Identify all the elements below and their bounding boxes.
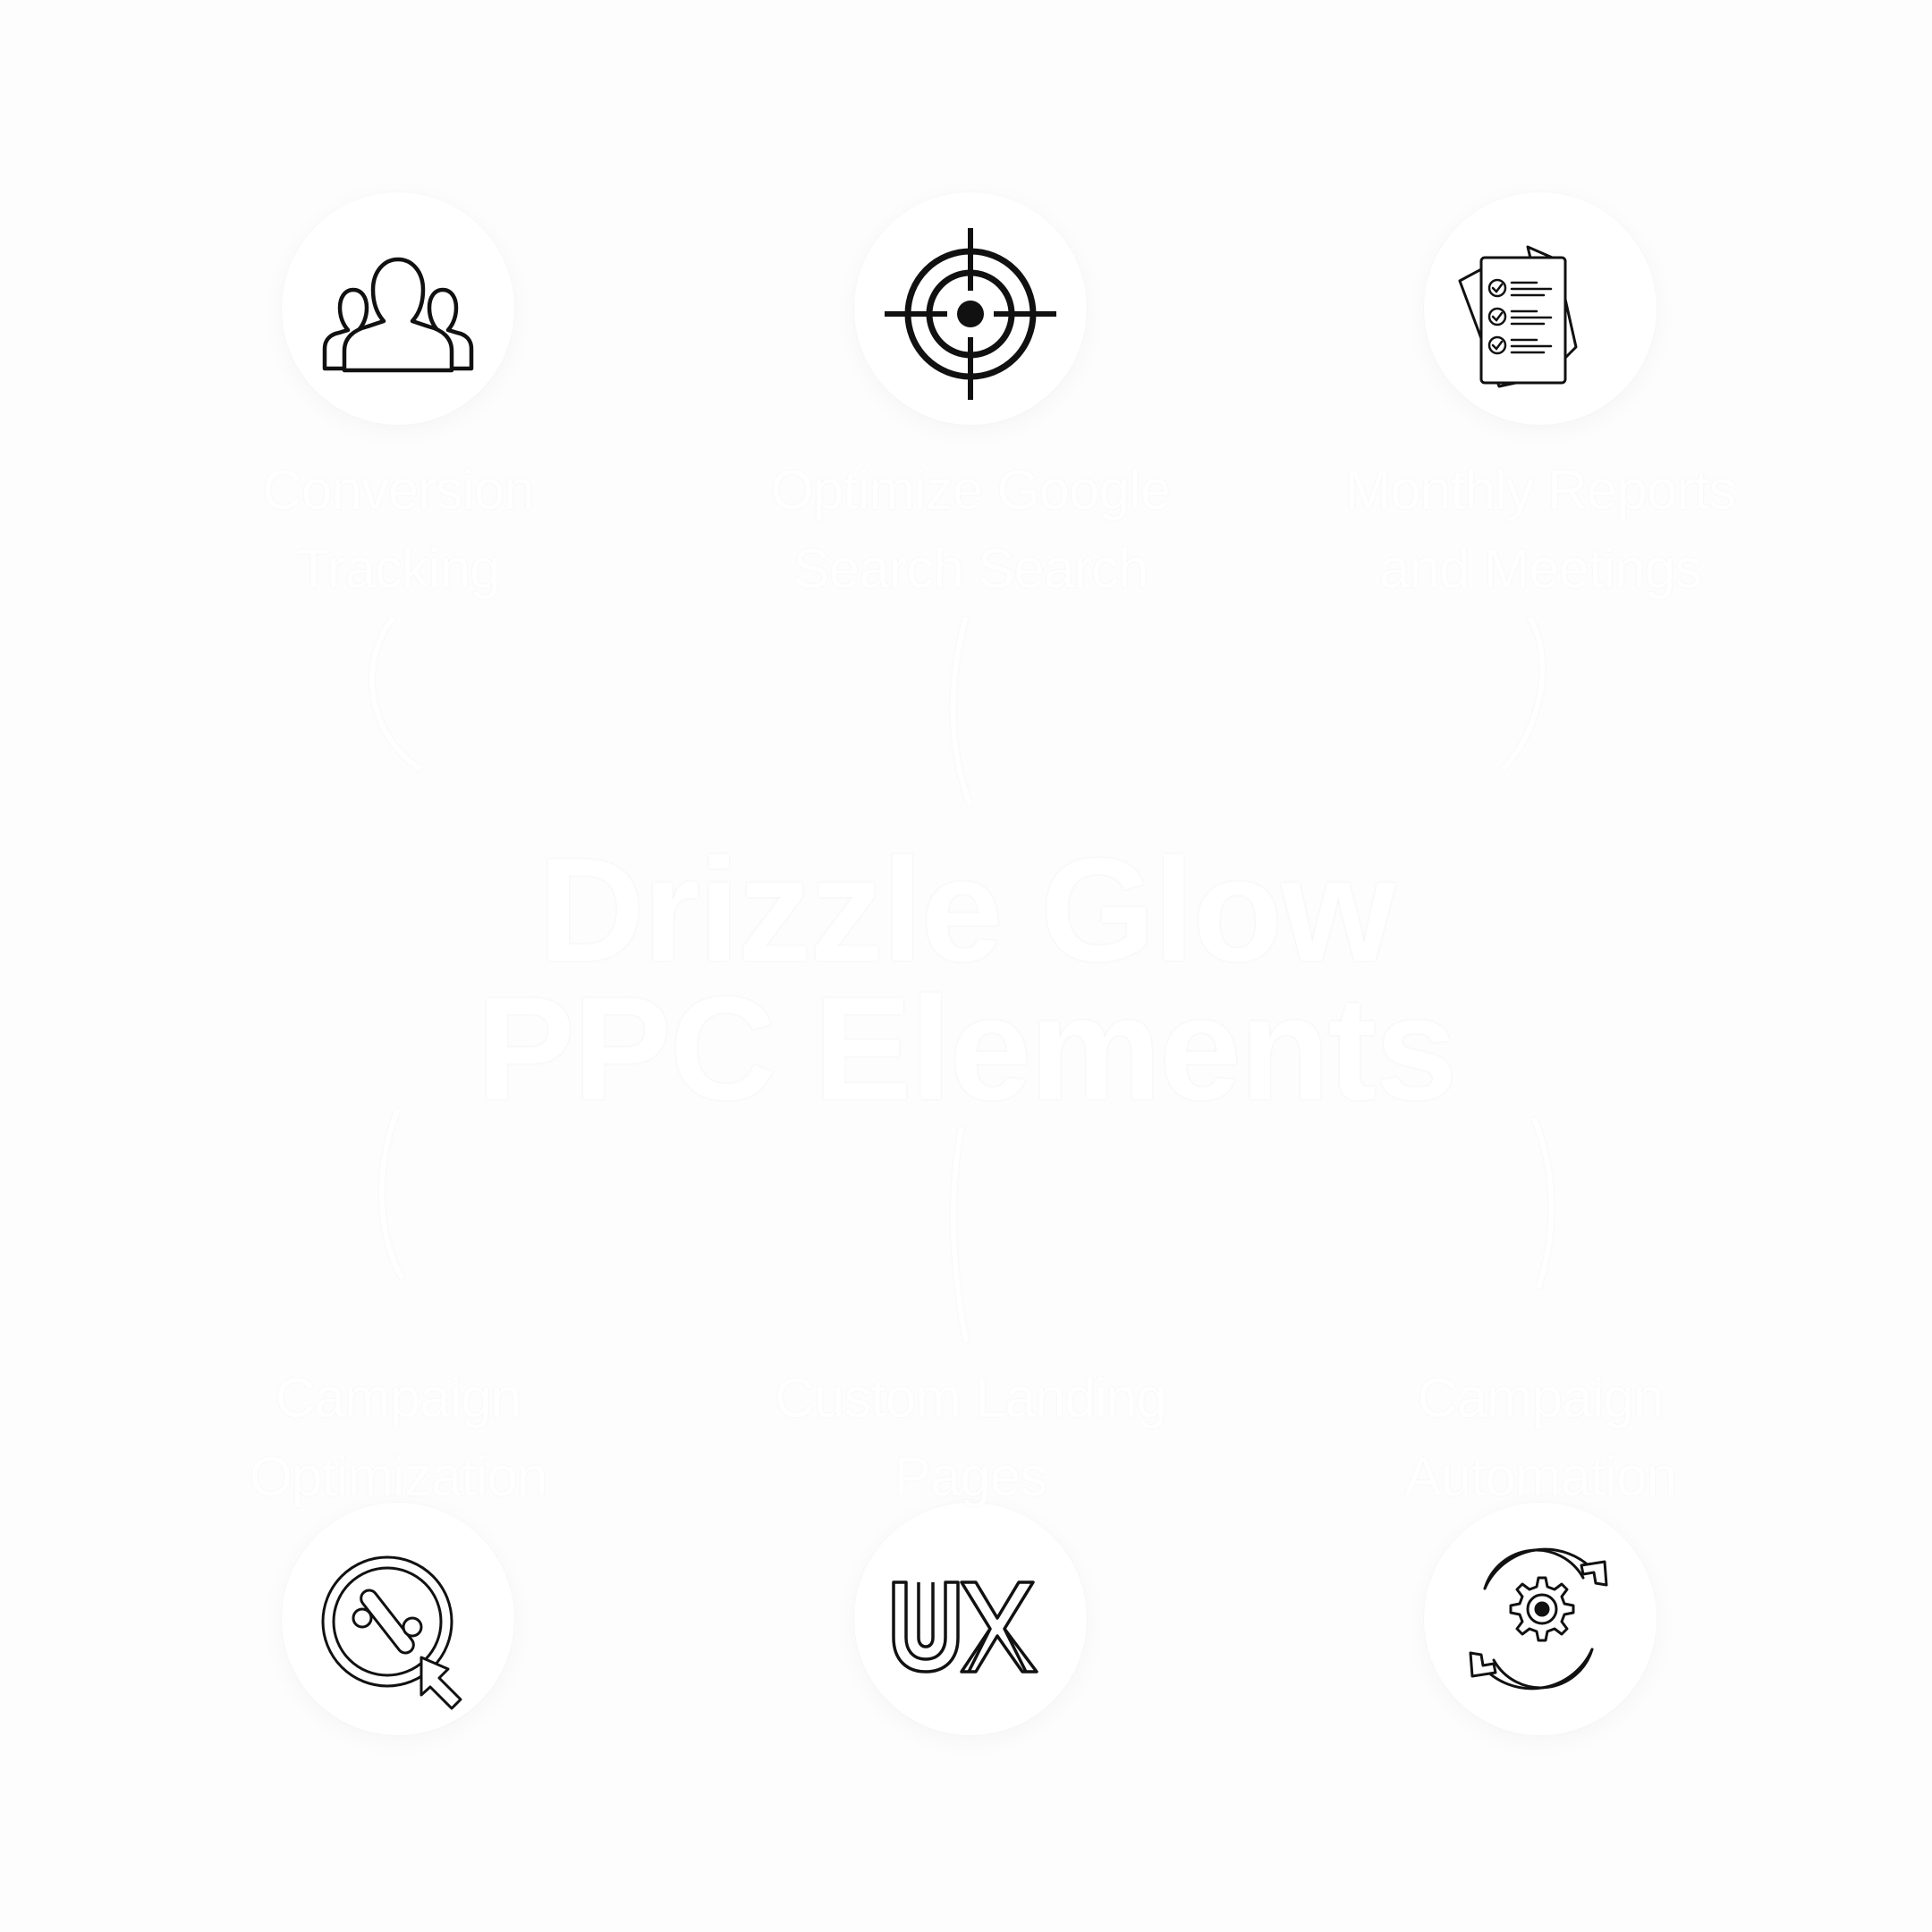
title-line-2: PPC Elements (476, 966, 1458, 1131)
connector-left-top (369, 615, 422, 772)
ux-icon (892, 1580, 1038, 1674)
connector-right-top (1500, 615, 1546, 772)
connector-center-bottom (950, 1126, 969, 1343)
audience-group-icon (322, 257, 474, 373)
element-label-1: Conversion Tracking (262, 460, 535, 600)
gear-refresh-icon (1469, 1547, 1608, 1690)
element-label-2: Optimize Google Search Search (770, 460, 1172, 600)
title-line-1: Drizzle Glow (538, 827, 1396, 992)
checklist-report-icon (1458, 245, 1578, 388)
target-crosshair-icon (885, 228, 1056, 400)
element-label-6: Campaign Automation (1404, 1368, 1677, 1508)
discount-click-icon (321, 1555, 462, 1710)
connector-center-top (950, 616, 973, 807)
connector-right-bottom (1531, 1116, 1555, 1289)
element-label-5: Custom Landing Pages (775, 1368, 1167, 1508)
element-label-4: Campaign Optimization (249, 1368, 548, 1508)
element-label-3: Monthly Reports and Meetings (1344, 460, 1736, 600)
connector-left-bottom (378, 1107, 405, 1281)
